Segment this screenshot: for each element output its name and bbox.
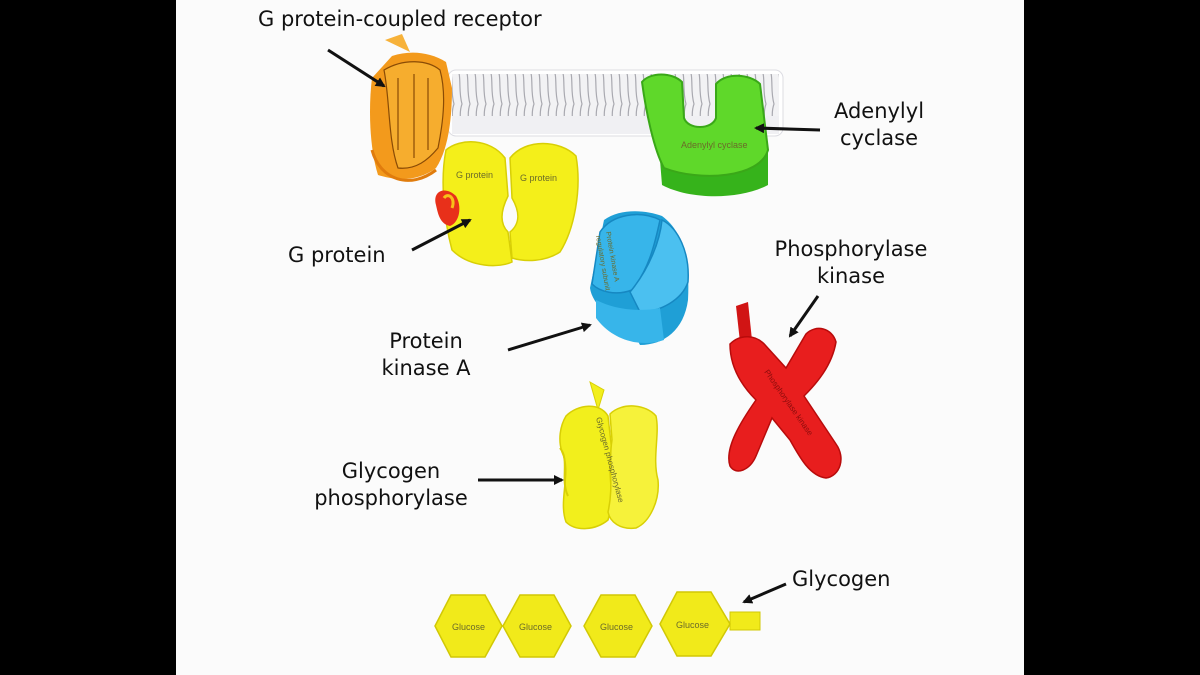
glucose-hexagon <box>434 594 503 658</box>
adenylyl-cyclase-model: Adenylyl cyclase <box>640 73 770 197</box>
letterbox-right <box>1024 0 1200 675</box>
glucose-text: Glucose <box>519 622 552 632</box>
label-glycogen-phos-line1: Glycogen <box>341 459 441 483</box>
arrow-phosphorylase-kinase <box>788 295 820 338</box>
label-glycogen-phosphorylase: Glycogen phosphorylase <box>296 458 486 512</box>
label-g-protein: G protein <box>288 243 386 267</box>
arrow-adenylyl-cyclase <box>754 123 821 134</box>
glycogen-model: Glucose Glucose Glucose Glucose <box>434 591 761 658</box>
glucose-text: Glucose <box>676 620 709 630</box>
arrow-gpcr <box>327 48 386 88</box>
glucose-hexagon <box>659 591 731 657</box>
label-glycogen-phos-line2: phosphorylase <box>314 486 468 510</box>
label-phos-kinase-line2: kinase <box>816 264 886 288</box>
label-adenylyl-line1: Adenylyl <box>833 99 925 123</box>
glucose-hexagon <box>583 594 653 658</box>
glucose-hexagon <box>502 594 572 658</box>
arrow-protein-kinase-a <box>507 322 592 352</box>
phosphorylase-kinase-model: Phosphorylase kinase <box>728 302 842 479</box>
label-phosphorylase-kinase: Phosphorylase kinase <box>756 236 946 290</box>
glycogen-phosphorylase-model: Glycogen phosphorylase <box>559 380 659 530</box>
diagram-svg: Adenylyl cyclase G protein G protein Pro… <box>327 34 842 658</box>
protein-kinase-a-model: Protein kinase A regulatory subunit <box>590 211 689 345</box>
arrow-g-protein <box>411 218 472 252</box>
arrow-glycogen <box>742 582 787 604</box>
label-phos-kinase-line1: Phosphorylase <box>774 237 928 261</box>
glucose-text: Glucose <box>600 622 633 632</box>
glucose-text: Glucose <box>452 622 485 632</box>
letterbox-left <box>0 0 176 675</box>
label-protein-kinase-a: Protein kinase A <box>371 328 481 382</box>
label-pka-line1: Protein <box>389 329 463 353</box>
adenylyl-cyclase-model-text: Adenylyl cyclase <box>681 140 748 150</box>
label-adenylyl-cyclase: Adenylyl cyclase <box>824 98 934 152</box>
arrows <box>327 48 821 604</box>
diagram-canvas: Adenylyl cyclase G protein G protein Pro… <box>176 0 1024 675</box>
g-protein-model: G protein G protein <box>435 141 579 267</box>
g-protein-left-text: G protein <box>456 170 493 180</box>
label-glycogen: Glycogen <box>792 567 891 591</box>
label-gpcr: G protein-coupled receptor <box>258 7 542 31</box>
gpcr-model <box>370 34 452 182</box>
g-protein-right-text: G protein <box>520 173 557 183</box>
label-pka-line2: kinase A <box>381 356 471 380</box>
label-adenylyl-line2: cyclase <box>839 126 919 150</box>
